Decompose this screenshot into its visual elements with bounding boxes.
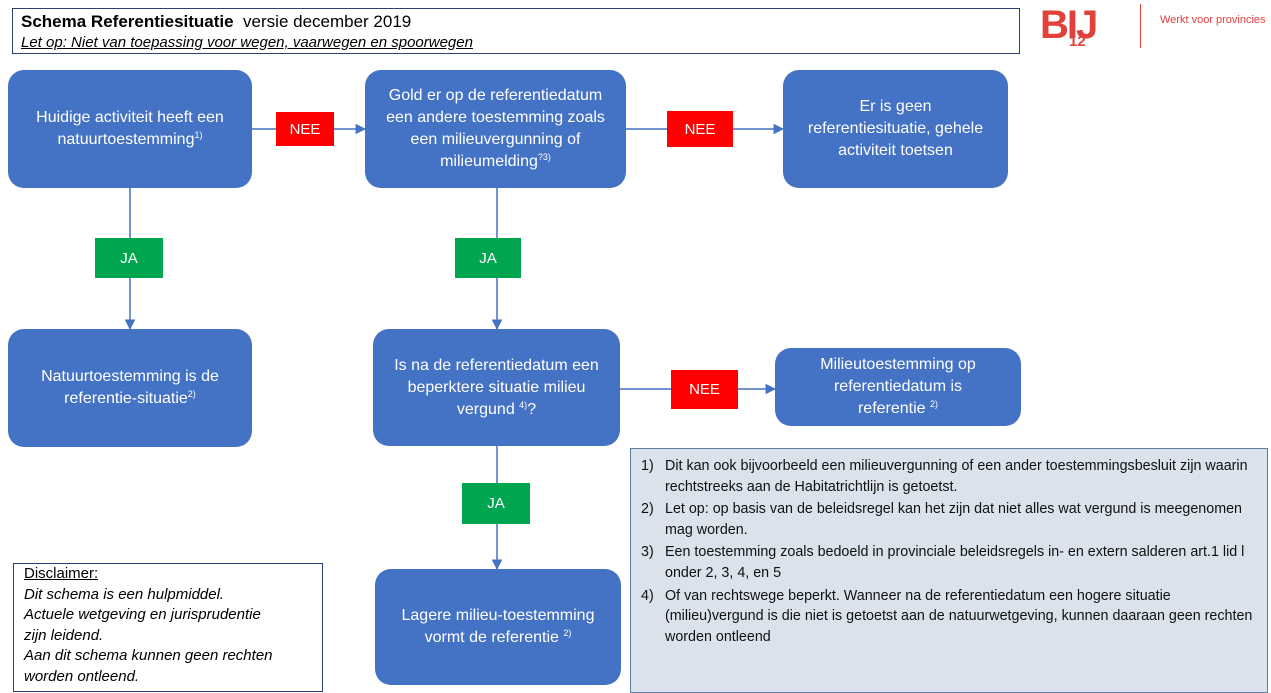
footnote-item: 2) Let op: op basis van de beleidsregel k… [641,499,1257,540]
ja-label-3: JA [462,483,530,524]
node-no-reference: Er is geen referentiesituatie, gehele ac… [783,70,1008,188]
footnote-text: Een toestemming zoals bedoeld in provinc… [665,544,1245,581]
logo-tagline: Werkt voor provincies [1160,14,1266,26]
disclaimer-line: Aan dit schema kunnen geen rechten [24,647,273,664]
footnote-number: 2) [641,501,654,518]
ja-label-1: JA [95,238,163,278]
footnote-text: Dit kan ook bijvoorbeeld een milieuvergu… [665,458,1248,495]
nee-label-2: NEE [667,111,733,147]
disclaimer-line: worden ontleend. [24,667,140,685]
node-start-footnote: 1) [194,130,203,140]
footnote-item: 4) Of van rechtswege beperkt. Wanneer na … [641,586,1257,648]
footnote-item: 1) Dit kan ook bijvoorbeeld een milieuver… [641,456,1257,497]
ja-label-2: JA [455,238,521,278]
node-no-reference-text: Er is geen referentiesituatie, gehele ac… [807,98,984,159]
disclaimer-line: zijn leidend. [24,626,104,644]
footnote-number: 1) [641,458,654,474]
page-title: Schema Referentiesituatie [21,12,234,31]
disclaimer-line: Actuele wetgeving en jurisprudentie [24,606,261,623]
node-start-text: Huidige activiteit heeft een natuurtoest… [36,109,224,148]
node-natuur-reference-footnote: 2) [187,389,196,399]
node-start: Huidige activiteit heeft een natuurtoest… [8,70,252,188]
footnote-number: 3) [641,544,654,561]
footnote-text: Let op: op basis van de beleidsregel kan… [665,501,1243,538]
node-lower-reference: Lagere milieu-toestemming vormt de refer… [375,569,621,685]
node-restricted-situation-footnote: 4) [519,399,528,410]
node-restricted-situation-qmark: ? [527,400,537,418]
node-milieu-reference-footnote: 2) [930,399,939,409]
disclaimer-line: Dit schema is een hulpmiddel. [24,585,225,603]
footnote-text: Of van rechtswege beperkt. Wanneer na de… [665,587,1253,645]
nee-label-1: NEE [276,112,334,146]
footnote-item: 3) Een toestemming zoals bedoeld in provi… [641,542,1257,583]
node-milieu-reference-text: Milieutoestemming op referentiedatum is … [820,356,976,417]
node-other-permit: Gold er op de referentiedatum een andere… [365,70,626,188]
footnotes-box: 1) Dit kan ook bijvoorbeeld een milieuver… [630,448,1268,693]
node-other-permit-footnote: ?3) [537,152,551,162]
node-milieu-reference: Milieutoestemming op referentiedatum is … [775,348,1021,426]
node-restricted-situation-text: Is na de referentiedatum een beperktere … [394,356,599,418]
disclaimer-heading: Disclaimer: [24,565,99,582]
node-restricted-situation: Is na de referentiedatum een beperktere … [373,329,620,446]
logo-mark: BIJ [1040,3,1098,47]
node-natuur-reference-text: Natuurtoestemming is de referentie-situa… [41,368,219,407]
bij12-logo: BIJ 12 Werkt voor provincies [1040,3,1266,52]
node-natuur-reference: Natuurtoestemming is de referentie-situa… [8,329,252,447]
title-line: Schema Referentiesituatie versie decembe… [21,11,1009,33]
nee-label-3: NEE [671,370,738,409]
header-box: Schema Referentiesituatie versie decembe… [12,8,1020,54]
node-lower-reference-text: Lagere milieu-toestemming vormt de refer… [401,607,595,646]
logo-divider [1140,4,1141,48]
logo-number: 12 [1069,33,1086,50]
footnote-number: 4) [641,587,654,604]
disclaimer-box: Disclaimer: Dit schema is een hulpmiddel… [13,563,323,692]
subtitle: Let op: Niet van toepassing voor wegen, … [21,34,473,51]
version-label: versie december 2019 [243,12,412,31]
node-lower-reference-footnote: 2) [563,628,572,638]
node-other-permit-text: Gold er op de referentiedatum een andere… [386,87,605,170]
footnotes-list: 1) Dit kan ook bijvoorbeeld een milieuver… [641,456,1257,647]
